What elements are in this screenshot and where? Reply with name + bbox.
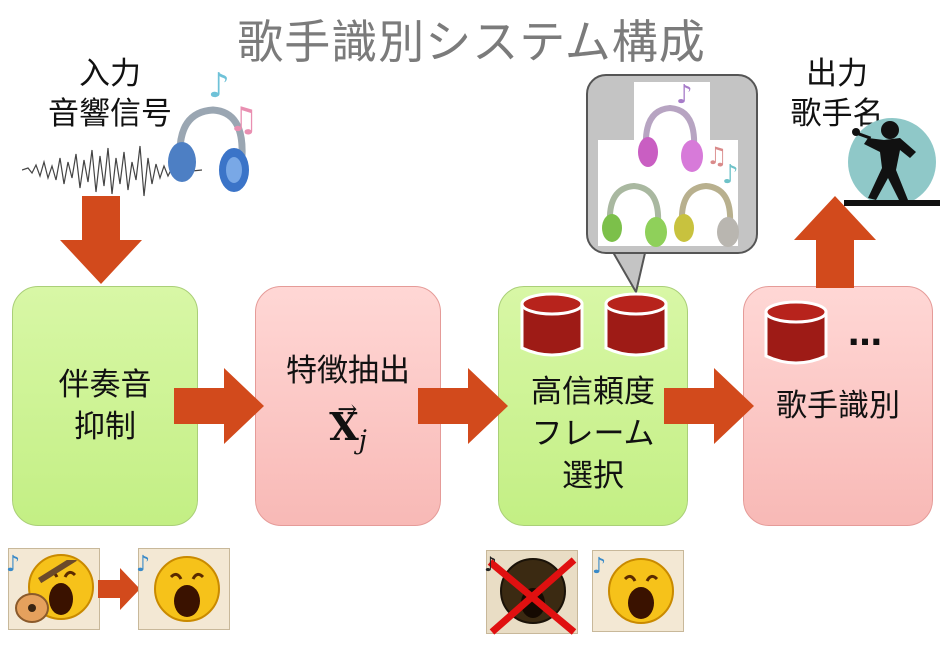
headphones-icon	[638, 104, 703, 172]
singing-face-icon	[154, 556, 220, 622]
arrow-up-output	[794, 196, 876, 288]
music-note-icon: ♫	[228, 100, 259, 140]
accomp-suppression-box: 伴奏音 抑制	[12, 286, 198, 526]
music-note-icon: ♪	[484, 552, 497, 576]
input-label: 入力 音響信号	[30, 54, 190, 134]
thumbnail-singing-voice	[138, 548, 230, 630]
music-note-icon: ♪	[208, 66, 230, 106]
arrow-right-3	[664, 368, 754, 444]
database-icon	[764, 300, 828, 365]
vector-arrow: →	[337, 395, 358, 424]
input-label-line1: 入力	[79, 56, 141, 92]
thumbnail-accepted-frame	[592, 550, 684, 632]
guitar-icon	[15, 560, 77, 623]
database-icon	[604, 292, 668, 357]
headphones-icon	[602, 182, 667, 247]
input-label-line2: 音響信号	[48, 96, 172, 132]
singing-face-icon	[608, 558, 674, 624]
music-note-icon: ♪	[592, 554, 607, 579]
music-note-icon: ♪	[676, 80, 693, 110]
output-label: 出力 歌手名	[782, 54, 892, 134]
page-title: 歌手識別システム構成	[237, 15, 706, 69]
arrow-right-1	[174, 368, 264, 444]
select-line3: 選択	[562, 458, 624, 494]
accomp-line2: 抑制	[74, 409, 136, 445]
arrow-down-input	[60, 196, 142, 284]
feature-label: 特徴抽出	[286, 353, 410, 390]
singer-silhouette-icon	[844, 118, 940, 206]
feature-symbol: X	[329, 404, 359, 450]
output-label-line1: 出力	[806, 56, 868, 92]
select-line2: フレーム	[531, 416, 655, 452]
music-note-icon: ♪	[722, 160, 739, 190]
ellipsis: …	[848, 314, 885, 354]
arrow-right-small	[98, 568, 140, 610]
select-line1: 高信頼度	[531, 374, 655, 410]
database-icon	[520, 292, 584, 357]
music-note-icon: ♪	[136, 552, 151, 577]
red-cross-icon	[487, 557, 577, 635]
music-note-icon: ♫	[706, 142, 728, 170]
feature-extraction-box: 特徴抽出 → Xj	[255, 286, 441, 526]
feature-vector-symbol: → Xj	[329, 395, 367, 462]
accomp-line1: 伴奏音	[58, 367, 152, 403]
arrow-right-2	[418, 368, 508, 444]
ident-label: 歌手識別	[776, 388, 900, 424]
feature-subscript: j	[358, 425, 367, 456]
headphones-icon	[674, 182, 739, 247]
music-note-icon: ♪	[6, 552, 21, 577]
headphones-icon	[168, 106, 249, 192]
waveform-icon	[22, 145, 202, 197]
